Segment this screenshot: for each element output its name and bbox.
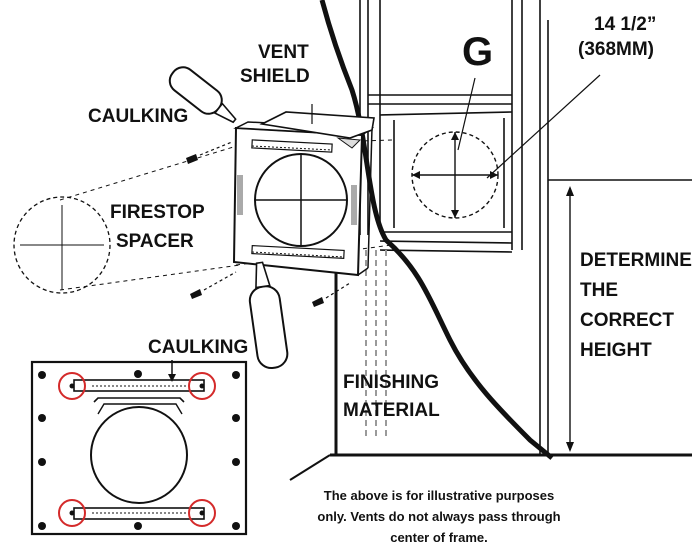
dimension-label-line1: 14 1/2” [594, 14, 656, 35]
height-label-line4: HEIGHT [580, 340, 652, 361]
note-line3: center of frame. [390, 530, 488, 545]
height-dimension-arrow [566, 186, 574, 452]
screws [186, 141, 351, 307]
caulking-label-top: CAULKING [88, 106, 188, 127]
vent-shield [259, 104, 375, 149]
vent-shield-label-line1: VENT [258, 42, 309, 63]
firestop-label-line1: FIRESTOP [110, 202, 205, 223]
vent-projection-circle [13, 196, 111, 294]
caulking-tube-bottom [248, 261, 289, 370]
note-line2: only. Vents do not always pass through [317, 509, 560, 524]
inset-detail [30, 360, 248, 536]
wall-frame [289, 0, 692, 481]
highlight-circle-bl [58, 499, 86, 527]
height-label-line2: THE [580, 280, 618, 301]
g-marker-label: G [462, 30, 493, 74]
highlight-circle-br [188, 499, 216, 527]
height-label-line3: CORRECT [580, 310, 674, 331]
finishing-label-line1: FINISHING [343, 372, 439, 393]
highlight-circle-tl [58, 372, 86, 400]
highlight-circle-tr [188, 372, 216, 400]
dimension-label-line2: (368MM) [578, 39, 654, 60]
caulking-tube-top [168, 66, 237, 124]
firestop-label-line2: SPACER [116, 231, 194, 252]
vent-location-circle [411, 131, 499, 219]
dimension-leader [486, 74, 601, 179]
finishing-label-line2: MATERIAL [343, 400, 440, 421]
finishing-material-dashes [365, 250, 387, 440]
caulking-inset-label: CAULKING [148, 337, 248, 358]
vent-shield-label-line2: SHIELD [240, 66, 310, 87]
height-label-line1: DETERMINE [580, 250, 692, 271]
note-line1: The above is for illustrative purposes [324, 488, 554, 503]
g-leader [457, 77, 476, 151]
finishing-material-edge [319, 0, 554, 460]
